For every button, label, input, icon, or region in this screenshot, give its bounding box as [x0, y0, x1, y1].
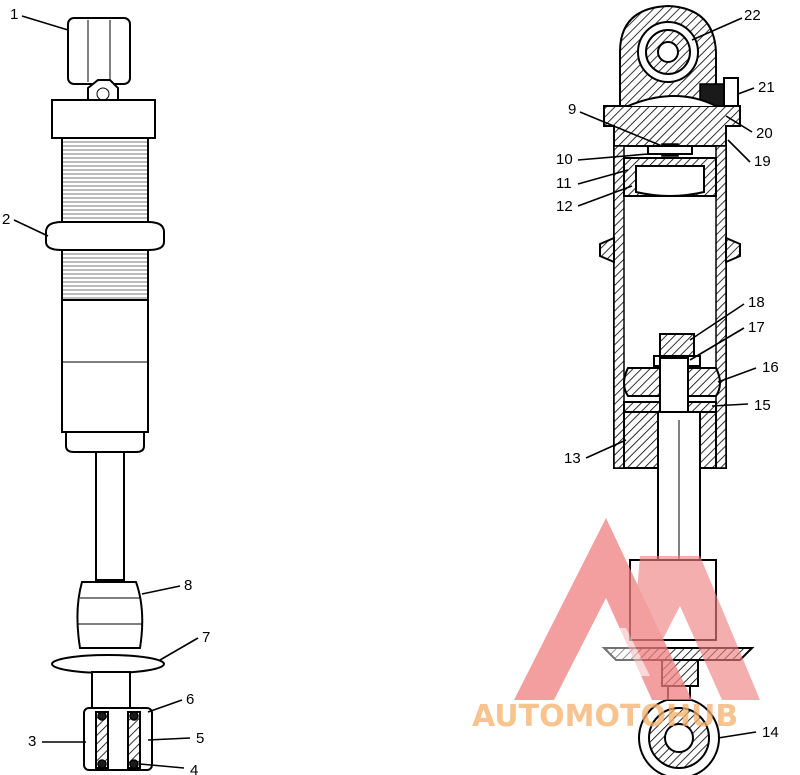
body-end-cap: [65, 431, 145, 453]
lower-eye-neck: [91, 671, 131, 709]
piston-shaft: [95, 451, 125, 581]
callout-13: 13: [564, 450, 581, 467]
lower-eye-mount: [83, 707, 153, 771]
collar-right: [725, 236, 741, 264]
watermark-triangle-icon: [514, 518, 692, 700]
callout-19: 19: [754, 153, 771, 170]
watermark-text: AUTOMOTOHUB: [472, 699, 738, 734]
leader-lines: [13, 15, 757, 769]
callout-2: 2: [2, 211, 10, 228]
callout-3: 3: [28, 733, 36, 750]
piston-nut: [659, 333, 695, 359]
shock-exterior-view: [45, 17, 165, 771]
top-eye-mount: [67, 17, 131, 85]
threaded-body-lower: [61, 249, 149, 301]
callout-22: 22: [744, 7, 761, 24]
callout-labels: 1 2 3 4 5 6 7 8 9 10 11 12 13 14 15 16 1…: [2, 6, 779, 775]
callout-12: 12: [556, 198, 573, 215]
callout-5: 5: [196, 730, 204, 747]
lower-spring-seat: [51, 654, 165, 674]
callout-8: 8: [184, 577, 192, 594]
callout-11: 11: [556, 175, 572, 192]
callout-4: 4: [190, 762, 198, 775]
watermark-logo: AUTOMOTOHUB: [472, 518, 760, 734]
callout-21: 21: [758, 79, 775, 96]
shock-body: [61, 299, 149, 433]
callout-15: 15: [754, 397, 771, 414]
threaded-body-upper: [61, 137, 149, 227]
callout-1: 1: [10, 6, 18, 23]
callout-7: 7: [202, 629, 210, 646]
shock-cutaway-view: [599, 4, 755, 775]
spring-seat-collar: [45, 221, 165, 251]
callout-6: 6: [186, 691, 194, 708]
callout-9: 9: [568, 101, 576, 118]
bump-stop: [76, 581, 144, 649]
top-cap: [51, 99, 156, 139]
callout-20: 20: [756, 125, 773, 142]
callout-16: 16: [762, 359, 779, 376]
collar-left: [599, 236, 615, 264]
callout-10: 10: [556, 151, 573, 168]
callout-14: 14: [762, 724, 779, 741]
callout-18: 18: [748, 294, 765, 311]
callout-17: 17: [748, 319, 765, 336]
cutaway-cap: [603, 105, 741, 147]
